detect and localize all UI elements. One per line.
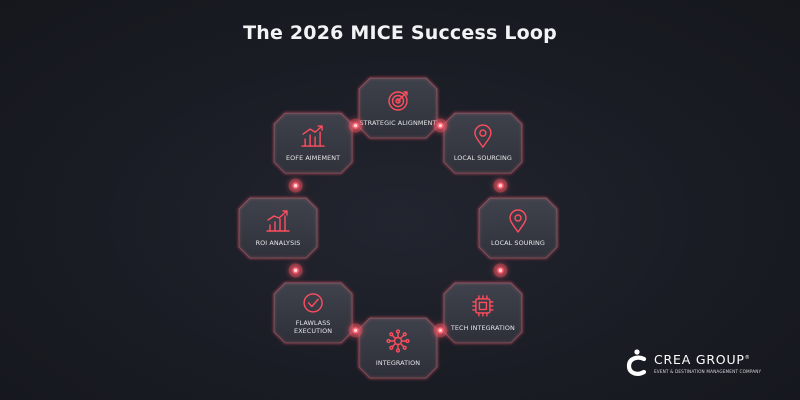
- tile-label: INTEGRATION: [376, 359, 420, 367]
- check-circle-icon: [303, 293, 323, 313]
- network-hub-icon: [386, 329, 410, 353]
- microchip-icon: [472, 295, 494, 317]
- tile-label: EOFE AIMEMENT: [286, 154, 340, 162]
- logo-registered-mark: ®: [744, 354, 751, 361]
- page-title: The 2026 MICE Success Loop: [243, 22, 557, 44]
- target-icon: [388, 91, 408, 111]
- connector-glow-dot: [433, 118, 448, 133]
- connector-glow-dot: [493, 178, 508, 193]
- connector-glow-dot: [433, 323, 448, 338]
- loop-step-tile: LOCAL SOURCING: [442, 112, 523, 175]
- logo-name-text: CREA GROUP: [654, 352, 745, 367]
- location-pin-icon: [474, 124, 492, 148]
- crea-group-logo: CREA GROUP® EVENT & DESTINATION MANAGEME…: [626, 348, 776, 382]
- tile-label: LOCAL SOURCING: [454, 154, 512, 162]
- loop-step-tile: INTEGRATION: [358, 317, 438, 379]
- tile-body: [273, 112, 353, 174]
- tile-label: EXECUTION: [294, 327, 332, 335]
- loop-step-tile: EOFE AIMEMENT: [273, 112, 354, 175]
- connector-glow-dot: [288, 178, 303, 193]
- loop-step-tile: STRATEGIC ALIGNMENT: [358, 77, 438, 139]
- location-pin-icon: [509, 209, 527, 233]
- tile-body: [273, 282, 353, 344]
- loop-step-tile: LOCAL SOURING: [478, 197, 558, 259]
- connector-glow-dot: [348, 118, 363, 133]
- crea-group-logo-mark-icon: [626, 349, 647, 376]
- tile-label: TECH INTEGRATION: [450, 324, 515, 332]
- loop-step-tile: ROI ANALYSIS: [238, 197, 318, 259]
- tile-label: ROI ANALYSIS: [256, 239, 301, 247]
- tile-body: [478, 197, 558, 259]
- tile-label: LOCAL SOURING: [491, 239, 545, 247]
- loop-step-tile: TECH INTEGRATION: [442, 281, 523, 344]
- bar-chart-trend-icon: [301, 125, 325, 147]
- tile-label: FLAWLASS: [296, 319, 331, 327]
- tiles-layer: STRATEGIC ALIGNMENT LOCAL SOURCING LOCAL S…: [238, 77, 558, 379]
- tile-body: [238, 197, 318, 259]
- tile-label: STRATEGIC ALIGNMENT: [360, 119, 437, 127]
- tile-body: [358, 77, 438, 139]
- tile-body: [443, 112, 523, 174]
- connector-glow-dot: [493, 263, 508, 278]
- connector-glow-dot: [288, 263, 303, 278]
- logo-name: CREA GROUP®: [654, 352, 751, 367]
- logo-tagline: EVENT & DESTINATION MANAGEMENT COMPANY: [654, 369, 762, 374]
- connector-glow-dot: [348, 323, 363, 338]
- growth-chart-icon: [266, 210, 290, 232]
- connector-dots-layer: [288, 118, 508, 338]
